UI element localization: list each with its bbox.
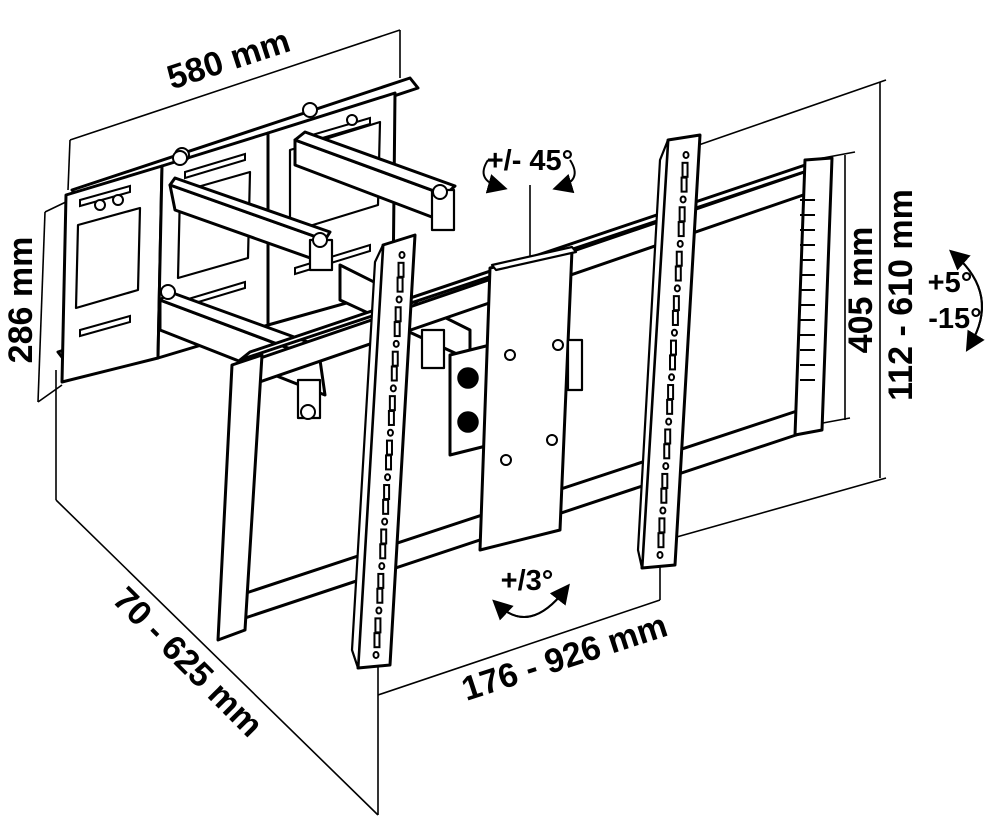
rail-hole bbox=[384, 473, 392, 482]
right-rail-holes bbox=[656, 151, 690, 559]
rail-hole bbox=[377, 572, 385, 589]
rotation-arrows bbox=[482, 159, 985, 621]
rail-hole bbox=[669, 354, 677, 371]
rail-hole bbox=[373, 632, 381, 649]
rail-hole bbox=[396, 276, 404, 293]
rail-hole bbox=[391, 350, 399, 367]
rail-hole bbox=[398, 251, 406, 259]
rail-hole bbox=[669, 339, 677, 356]
rail-hole bbox=[662, 462, 670, 471]
rail-hole bbox=[658, 517, 666, 534]
rail-hole bbox=[675, 250, 683, 267]
dimension-lines bbox=[37, 29, 887, 816]
label-tilt-up: +5° bbox=[928, 267, 973, 299]
rail-hole bbox=[387, 409, 395, 426]
rail-hole bbox=[664, 428, 672, 445]
rail-hole bbox=[374, 617, 382, 634]
label-rotation-angle: +/3° bbox=[501, 565, 554, 597]
rail-hole bbox=[375, 606, 383, 615]
left-rail-holes bbox=[372, 251, 406, 659]
label-tilt-down: -15° bbox=[928, 303, 982, 335]
rail-hole bbox=[667, 384, 675, 401]
rail-hole bbox=[376, 587, 384, 604]
rail-hole bbox=[381, 517, 389, 526]
rail-hole bbox=[674, 265, 682, 282]
rail-hole bbox=[670, 328, 678, 337]
rail-hole bbox=[668, 373, 676, 382]
rail-hole bbox=[682, 151, 690, 159]
rail-hole bbox=[665, 417, 673, 426]
rail-hole bbox=[681, 161, 689, 178]
rail-hole bbox=[671, 309, 679, 326]
center-mounting-plate bbox=[478, 245, 584, 552]
rail-hole bbox=[663, 443, 671, 460]
wall-plate bbox=[56, 76, 420, 384]
rail-hole bbox=[393, 321, 401, 338]
rail-hole bbox=[660, 487, 668, 504]
label-swivel-angle: +/- 45° bbox=[487, 145, 574, 177]
rail-hole bbox=[383, 484, 391, 501]
rail-hole bbox=[680, 176, 688, 193]
rail-hole bbox=[394, 306, 402, 323]
rail-hole bbox=[676, 239, 684, 248]
label-tv-bracket-height: 405 mm bbox=[842, 227, 880, 354]
rail-hole bbox=[656, 551, 664, 559]
rail-hole bbox=[661, 472, 669, 489]
rail-hole bbox=[389, 384, 397, 393]
rail-hole bbox=[385, 454, 393, 471]
rail-hole bbox=[677, 221, 685, 238]
rail-hole bbox=[386, 428, 394, 437]
rail-hole bbox=[390, 365, 398, 382]
tv-bracket-side-frames bbox=[216, 156, 834, 642]
rail-hole bbox=[385, 439, 393, 456]
label-wall-plate-width: 580 mm bbox=[163, 22, 295, 97]
rail-hole bbox=[678, 206, 686, 223]
rail-hole bbox=[392, 339, 400, 348]
rail-hole bbox=[378, 562, 386, 571]
rail-hole bbox=[657, 532, 665, 549]
rail-hole bbox=[388, 395, 396, 412]
rail-hole bbox=[382, 498, 390, 515]
rail-hole bbox=[666, 398, 674, 415]
rail-hole bbox=[397, 261, 405, 278]
label-vertical-hole-range: 112 - 610 mm bbox=[882, 189, 920, 401]
rail-hole bbox=[659, 506, 667, 515]
rail-hole bbox=[379, 543, 387, 560]
rail-hole bbox=[673, 284, 681, 293]
rail-hole bbox=[380, 528, 388, 545]
rail-hole bbox=[395, 295, 403, 304]
rail-hole bbox=[672, 295, 680, 312]
rail-hole bbox=[679, 195, 687, 204]
rail-hole bbox=[372, 651, 380, 659]
label-wall-plate-height: 286 mm bbox=[2, 237, 40, 364]
